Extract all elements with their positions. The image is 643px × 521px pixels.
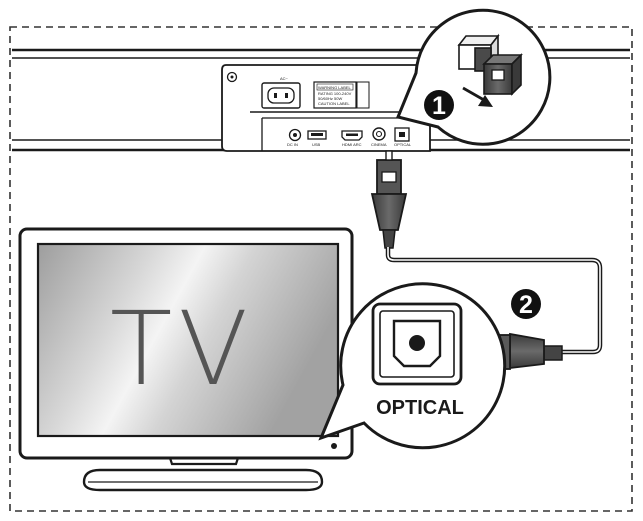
port-label-hdmi-arc: HDMI ARC [342,142,362,147]
step1-badge [424,90,454,120]
optical-label: OPTICAL [376,397,464,419]
rating-line-1: RATING 100-240V [318,91,352,96]
port-label-optical: OPTICAL [394,142,412,147]
soundbar: AC~ RATING 100-240V 50/60Hz 50W CAUTION … [12,48,630,152]
tv-label: TV [110,290,254,409]
rating-line-4: WARNING LABEL [318,85,352,90]
tv-power-led [331,443,337,449]
optical-port-icon [371,302,463,386]
port-dc-in: DC IN [287,128,302,147]
step2-badge [511,289,541,319]
tv-screen [36,242,340,438]
port-label-aux: CINEMA [371,142,387,147]
port-usb: USB [307,130,327,147]
rating-line-2: 50/60Hz 50W [318,96,342,101]
step1-number: 1 [432,92,446,120]
screw-icon [226,71,238,83]
tv: TV [18,227,354,492]
rating-label: RATING 100-240V 50/60Hz 50W CAUTION LABE… [313,81,370,109]
callout-tv-optical: OPTICAL [318,282,507,450]
port-label-dc-in: DC IN [287,142,298,147]
tv-stand-base [82,468,324,492]
power-inlet: AC~ [261,76,301,109]
step2-number: 2 [519,291,533,319]
callout-bubble-1 [395,8,552,146]
rating-line-3: CAUTION LABEL [318,101,350,106]
port-hdmi-arc: HDMI ARC [341,130,363,147]
protective-cap-icon [457,33,523,96]
callout-remove-cap: 1 [395,8,552,146]
power-label: AC~ [280,76,289,81]
port-aux: CINEMA [371,127,387,147]
pull-arrow-icon [462,86,485,102]
dashed-frame [9,26,633,512]
port-label-usb: USB [312,142,321,147]
port-optical-soundbar: OPTICAL [394,127,412,147]
